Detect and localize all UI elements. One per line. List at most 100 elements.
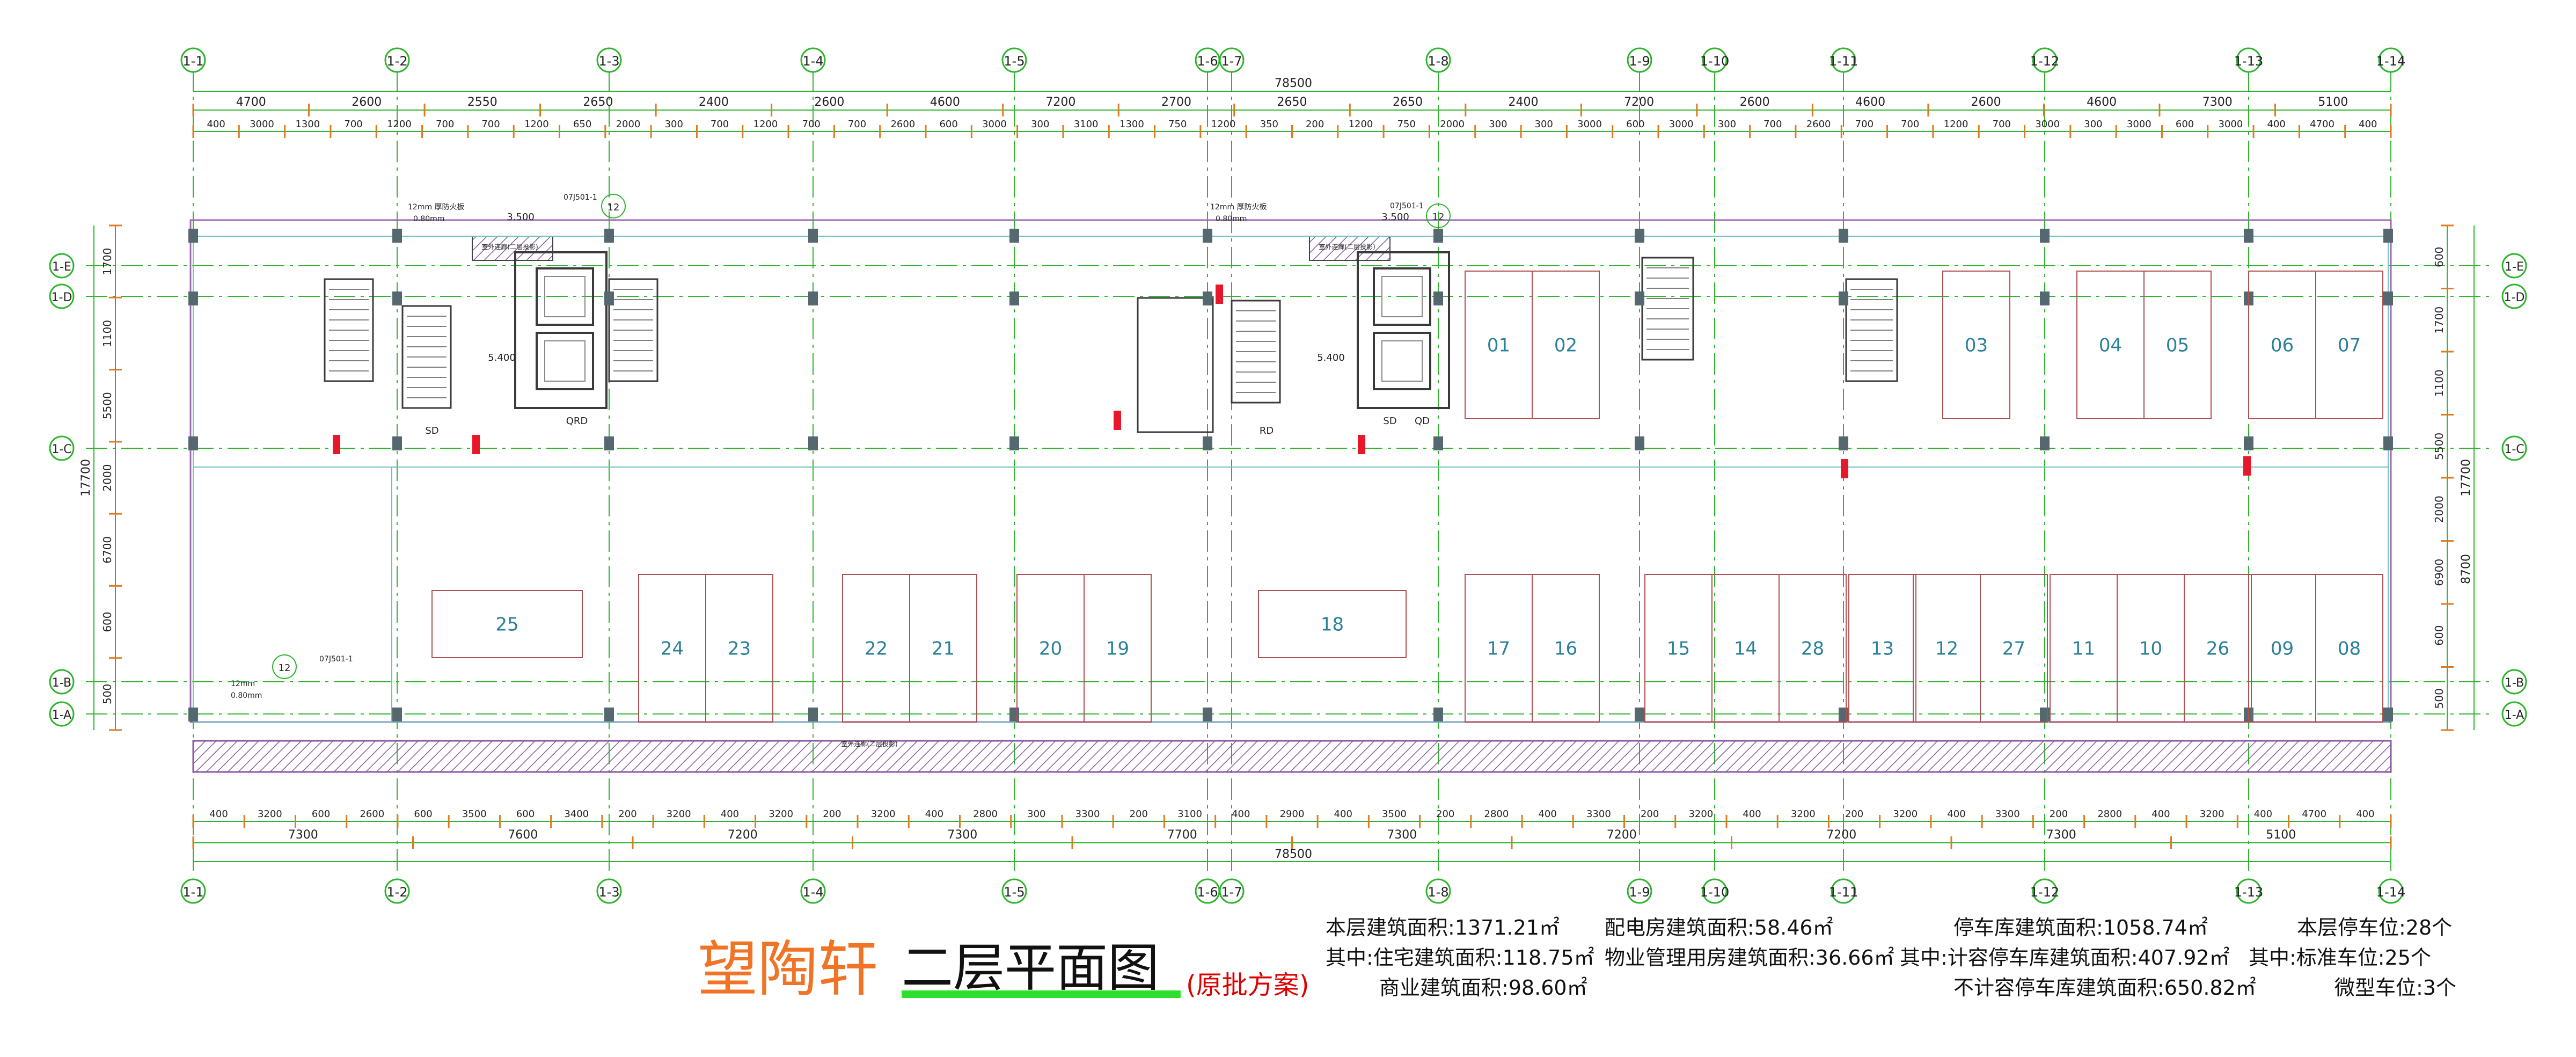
bottom-dim-row1-text: 200 [1845, 808, 1863, 820]
grid-bubble-top [1001, 47, 1027, 73]
parking-stall-28 [1779, 574, 1847, 723]
top-dim-row2-text: 600 [939, 119, 957, 130]
detail-bubble-1 [601, 194, 626, 218]
grid-bubble-top [1702, 47, 1728, 73]
bottom-dim-row1-text: 3200 [871, 808, 896, 820]
room-label: 12 [279, 662, 291, 674]
grid-label-bottom: 1-8 [1428, 885, 1448, 900]
grid-label-top: 1-8 [1428, 54, 1448, 69]
stair-5 [1845, 278, 1898, 382]
core-wall-1 [514, 251, 608, 409]
column [1839, 436, 1848, 450]
left-dim-text: 600 [101, 611, 114, 632]
parking-stall-13-label: 13 [1871, 638, 1894, 660]
stats-column-3: 停车库建筑面积:1058.74㎡ 其中:计容停车库建筑面积:407.92㎡ 不计… [1900, 913, 2256, 1003]
note-ref-3: 07J501-1 [319, 655, 353, 664]
grid-label-top: 1-1 [182, 54, 203, 69]
top-dim-row2-text: 1200 [1944, 119, 1968, 130]
grid-bubble-left [49, 701, 75, 727]
grid-label-left: 1-E [52, 260, 71, 274]
top-dim-row2-text: 1300 [295, 119, 320, 130]
parking-stall-26 [2184, 574, 2252, 723]
stair-3 [1231, 300, 1281, 404]
column [604, 229, 614, 243]
top-dim-row1-text: 4600 [2087, 96, 2117, 109]
fire-extinguisher-icon [1114, 411, 1121, 430]
left-dim-text: 6700 [101, 536, 114, 564]
parking-stall-28-label: 28 [1801, 638, 1824, 660]
grid-label-top: 1-14 [2376, 54, 2405, 69]
parking-stall-25 [431, 590, 583, 658]
grid-label-left: 1-C [52, 443, 71, 456]
top-dim-row1-text: 2650 [1277, 96, 1307, 109]
building-outline [189, 219, 2392, 723]
title-underline [902, 990, 1181, 998]
grid-bubble-left [49, 669, 75, 695]
note-ref-1: 07J501-1 [564, 193, 597, 202]
parking-stall-23-label: 23 [728, 638, 751, 660]
grid-label-bottom: 1-13 [2234, 885, 2263, 900]
column [1839, 708, 1848, 721]
room-label: 12 [1432, 212, 1445, 223]
corridor-note-1: 室外连廊(二层投影) [481, 243, 538, 251]
bottom-dim-row1-text: 400 [1743, 808, 1761, 820]
bottom-dim-row1-text: 3500 [462, 808, 487, 820]
stat-garage-area: 停车库建筑面积:1058.74㎡ [1953, 916, 2208, 939]
top-dim-row2-text: 1200 [1349, 119, 1373, 130]
column [1433, 229, 1443, 243]
note-ref-2: 07J501-1 [1390, 202, 1424, 210]
title-note: (原批方案) [1186, 970, 1309, 1000]
room-label: 3.500 [1381, 212, 1409, 223]
top-dim-row2-text: 700 [848, 119, 866, 130]
column [808, 708, 818, 721]
column [808, 291, 818, 305]
bottom-dim-row2-text: 7600 [508, 828, 538, 842]
column [1635, 436, 1644, 450]
top-dim-row2-text: 2600 [890, 119, 915, 130]
top-dim-row2-text: 750 [1397, 119, 1416, 130]
elevator-2-car [544, 340, 586, 382]
parking-stall-16-label: 16 [1554, 638, 1577, 660]
grid-bubble-right [2501, 253, 2527, 279]
parking-stall-02 [1532, 271, 1600, 419]
stat-commercial-area: 商业建筑面积:98.60㎡ [1379, 976, 1587, 1000]
column [1839, 229, 1848, 243]
top-dim-row1-text: 2600 [814, 96, 844, 109]
bottom-dim-row2-text: 7300 [288, 828, 318, 842]
overall-dim-bottom: 78500 [1275, 848, 1312, 861]
column [1635, 708, 1644, 721]
bottom-corridor-hatch [192, 740, 2392, 773]
column [2383, 708, 2393, 721]
grid-label-top: 1-12 [2030, 54, 2059, 69]
grid-label-bottom: 1-5 [1004, 885, 1024, 900]
grid-label-right: 1-D [2504, 291, 2525, 304]
top-dim-row2-text: 700 [1763, 119, 1782, 130]
stat-uncounted-garage-area: 不计容停车库建筑面积:650.82㎡ [1953, 976, 2256, 1000]
top-dim-row1-text: 2600 [1740, 96, 1770, 109]
column [1009, 229, 1019, 243]
grid-label-right: 1-B [2505, 676, 2524, 690]
right-dim-text: 600 [2433, 247, 2446, 267]
column [1433, 291, 1443, 305]
stat-management-area: 物业管理用房建筑面积:36.66㎡ [1605, 946, 1894, 969]
top-dim-row2-text: 3000 [2127, 119, 2151, 130]
bottom-dim-row2-text: 7300 [1387, 828, 1417, 842]
bottom-dim-row1-text: 400 [925, 808, 943, 820]
column [2040, 436, 2050, 450]
bottom-dim-row1-text: 3200 [1688, 808, 1713, 820]
bottom-dim-row1-text: 200 [2050, 808, 2068, 820]
elevator-1-car [544, 276, 586, 317]
grid-label-right: 1-C [2504, 443, 2524, 456]
column [1203, 436, 1212, 450]
parking-stall-09-label: 09 [2271, 638, 2294, 660]
elevator-3-car [1381, 276, 1423, 317]
column [2244, 436, 2253, 450]
bottom-dim-row1-text: 300 [1027, 808, 1045, 820]
fire-extinguisher-icon [2243, 456, 2251, 476]
room-label: SD [425, 425, 438, 436]
right-total-text: 17700 [2460, 459, 2473, 497]
elevator-4-car [1381, 340, 1423, 382]
grid-bubble-left [49, 283, 75, 309]
